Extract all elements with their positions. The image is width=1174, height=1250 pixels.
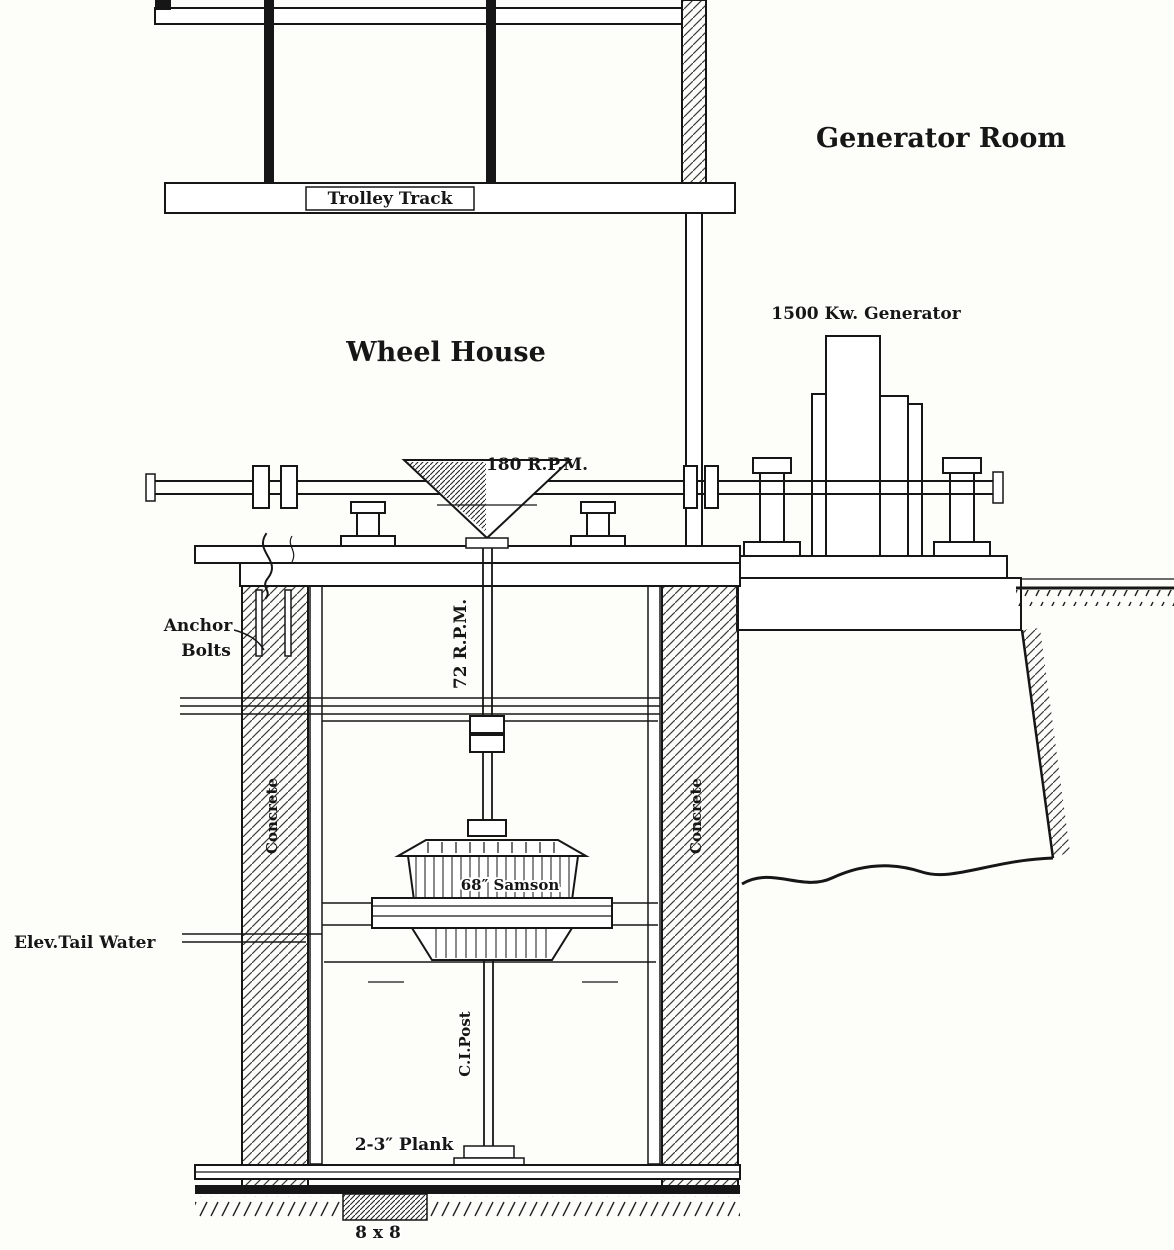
floor-bottom-band [195,1185,740,1194]
label-concrete-right: Concrete [687,778,705,854]
coupling-left-flange-1 [252,465,270,509]
vertical-shaft-coupling-upper [469,715,505,734]
bevel-pinion-hatched [406,462,486,532]
trolley-track-label-box [305,186,475,211]
wheel-pit-walls [241,584,739,1191]
label-trolley-track: Trolley Track [328,189,454,209]
label-anchor-line2: Bolts [181,641,231,661]
excavation-slope-hatch [1022,628,1070,858]
earth-break-wavy-line [741,856,1054,886]
turbine-assembly [371,548,613,961]
floor-slab-body [239,562,741,587]
generator-foundation-and-ground [736,555,1174,886]
label-turbine: 68″ Samson [461,876,560,894]
coupling-wall-flange-1 [683,465,698,509]
flume-deck-lines [180,697,660,722]
generator-base-slab [736,555,1008,579]
generator-machine [743,335,991,557]
turbine-lower-cone [410,927,574,961]
roof-beam-end-block [155,0,171,10]
ground-hatch-bottom [195,1196,740,1220]
label-ci-post: C.I.Post [456,1011,474,1076]
label-generator-room: Generator Room [816,123,1066,154]
shaft-left-end-cap [145,473,156,502]
ground-hatch-right [1016,590,1174,606]
anchor-bolt-1 [255,589,263,657]
generator-pedestal-right [933,457,991,557]
vertical-shaft-coupling-lower [469,734,505,753]
label-wheel-house: Wheel House [345,337,546,368]
timber-block-8x8 [342,1193,428,1221]
concrete-wall-right [661,584,739,1191]
labels: Generator Room Wheel House Trolley Track… [14,123,1066,1245]
label-shaft-speed: 180 R.P.M. [486,455,588,475]
label-vertical-shaft-speed: 72 R.P.M. [451,599,471,689]
turbine-shaft-collar [467,819,507,837]
bevel-gear [401,459,573,549]
shaft-pedestal-right [570,501,626,547]
pit-lining-left [309,585,323,1165]
label-anchor-line1: Anchor [163,616,234,636]
label-plank: 2-3″ Plank [355,1135,455,1155]
anchor-bolts-leader-line [233,629,265,651]
wall-column-upper [681,0,707,184]
coupling-wall-flange-2 [704,465,719,509]
shaft-pedestal-left [340,501,396,547]
turbine-curb-ring [371,897,613,929]
coupling-left-flange-2 [280,465,298,509]
section-break-squiggle [262,532,273,600]
label-concrete-left: Concrete [263,778,281,854]
turbine-flange-ticks [427,842,555,853]
turbine-cone-slats [435,929,547,958]
ci-post-base [463,1145,515,1159]
generator-foundation-block [736,577,1022,631]
turbine-ring-lines [372,905,612,917]
generator-pedestal-left [743,457,801,557]
turbine-drum-slats [415,857,570,899]
label-generator-kw: 1500 Kw. Generator [771,304,961,324]
main-shaft [145,465,1004,509]
trolley-structure [154,0,736,214]
generator-tower [825,335,881,557]
ci-post [483,960,494,1146]
vertical-shaft [482,548,493,820]
generator-body-right [879,395,909,557]
generator-body-left [811,393,827,557]
anchor-bolt-2 [284,589,292,657]
trolley-post-left [264,0,274,184]
gear-step-bearing [465,537,509,549]
label-tail-water: Elev.Tail Water [14,933,156,953]
shaft-right-end-cap [992,471,1004,504]
anchor-bolts [233,589,292,657]
section-break-squiggle-small [289,535,295,563]
pit-floor [194,1164,741,1221]
label-timber: 8 x 8 [355,1223,401,1243]
turbine-top-flange [394,839,590,857]
trolley-post-right [486,0,496,184]
ci-post-base-plate [453,1157,525,1166]
pit-lining-right [647,585,661,1165]
excavation-slope-line [1020,629,1055,859]
concrete-wall-left [241,584,309,1191]
roof-beam [154,7,683,25]
